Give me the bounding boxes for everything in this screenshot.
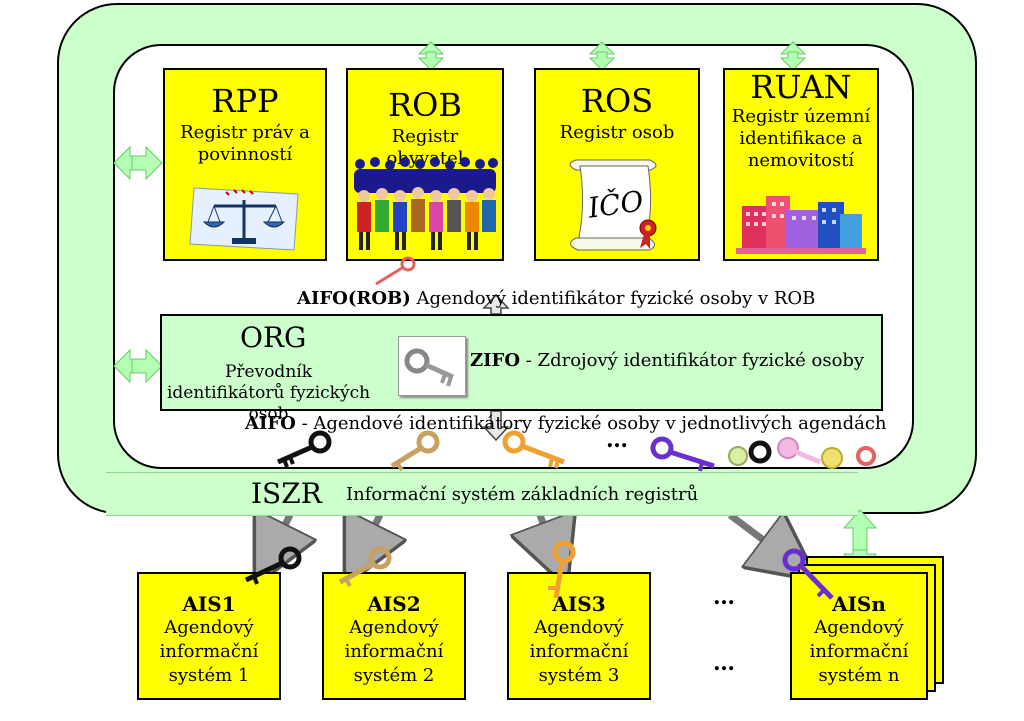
zifo-label: ZIFO - Zdrojový identifikátor fyzické os… — [470, 350, 864, 371]
scales-icon — [189, 187, 299, 251]
key-icon — [502, 430, 565, 469]
ellipsis-keys: … — [606, 427, 629, 453]
buildings-icon — [736, 196, 866, 254]
register-code: ROB — [388, 86, 462, 124]
ais-desc: Agendový informační systém 3 — [529, 617, 629, 686]
ais-box-n: AISn Agendový informační systém n — [790, 572, 928, 700]
key-icon — [398, 336, 466, 396]
register-rob: ROB Registr obyvatel — [346, 68, 504, 261]
ellipsis-ais-top: … — [713, 584, 736, 610]
key-icon — [390, 430, 440, 472]
ais-desc: Agendový informační systém 2 — [344, 617, 444, 686]
ais-code: AIS2 — [367, 592, 421, 616]
key-icon — [244, 546, 302, 585]
double-arrow-icon — [113, 145, 163, 384]
key-icon — [276, 430, 332, 468]
register-code: RPP — [211, 82, 279, 120]
key-icon — [375, 256, 416, 286]
ais-code: AIS3 — [552, 592, 606, 616]
scroll-icon: IČO — [562, 152, 672, 256]
ais-box-2: AIS2 Agendový informační systém 2 — [322, 572, 466, 700]
key-icon — [548, 540, 576, 599]
ais-code: AISn — [832, 592, 886, 616]
key-icon — [728, 437, 876, 469]
ellipsis-ais-bottom: … — [713, 650, 736, 676]
org-code: ORG — [240, 321, 307, 354]
key-icon — [338, 546, 392, 587]
register-ruan: RUAN Registr územní identifikace a nemov… — [723, 68, 879, 261]
aifo-rob-label: AIFO(ROB) Agendový identifikátor fyzické… — [297, 288, 815, 309]
iszr-bar: ISZR Informační systém základních regist… — [106, 472, 858, 516]
aifo-rob-abbr: AIFO(ROB) — [297, 288, 411, 309]
ais-code: AIS1 — [182, 592, 236, 616]
ais-box-1: AIS1 Agendový informační systém 1 — [137, 572, 281, 700]
aifo-label: AIFO - Agendové identifikátory fyzické o… — [245, 413, 887, 434]
register-desc: Registr osob — [559, 122, 675, 143]
register-code: RUAN — [750, 68, 852, 106]
ais-desc: Agendový informační systém 1 — [159, 617, 259, 686]
org-box: ORG Převodník identifikátorů fyzických o… — [160, 314, 883, 424]
org-desc: Převodník identifikátorů fyzických osob — [166, 362, 371, 424]
register-desc: Registr územní identifikace a nemovitost… — [731, 106, 871, 171]
iszr-code: ISZR — [251, 477, 322, 510]
register-rpp: RPP Registr práv a povinností — [163, 68, 327, 261]
aifo-abbr: AIFO — [245, 413, 296, 434]
double-arrow-icon — [417, 41, 807, 71]
register-ros: ROS Registr osob IČO — [534, 68, 700, 261]
ais-box-3: AIS3 Agendový informační systém 3 — [507, 572, 651, 700]
zifo-abbr: ZIFO — [470, 350, 521, 371]
aifo-rob-text: Agendový identifikátor fyzické osoby v R… — [410, 288, 816, 309]
crowd-icon — [354, 157, 498, 250]
key-icon — [650, 436, 715, 472]
register-code: ROS — [580, 82, 654, 120]
aifo-text: - Agendové identifikátory fyzické osoby … — [295, 413, 887, 434]
ais-desc: Agendový informační systém n — [809, 617, 909, 686]
zifo-text: - Zdrojový identifikátor fyzické osoby — [520, 350, 865, 371]
key-icon — [782, 548, 834, 600]
iszr-desc: Informační systém základních registrů — [346, 484, 699, 505]
register-desc: Registr práv a povinností — [180, 122, 310, 165]
